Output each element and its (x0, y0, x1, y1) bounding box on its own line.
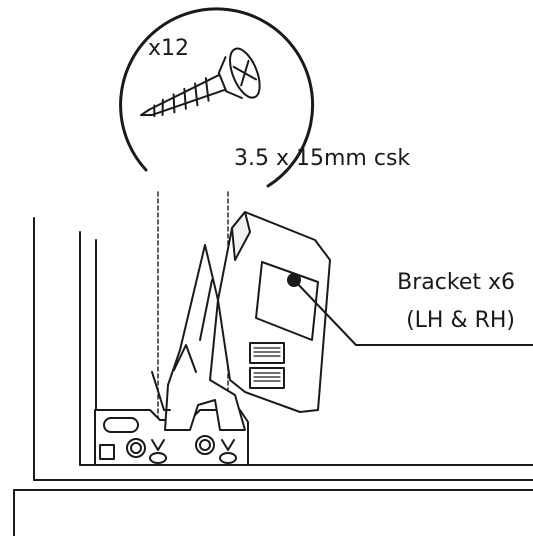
bracket-housing (217, 211, 331, 413)
bracket-side-label: (LH & RH) (406, 308, 515, 333)
screw-icon (139, 47, 261, 118)
bracket-label: Bracket x6 (397, 270, 515, 295)
installed-screw-left-icon (151, 439, 165, 451)
screw-size-label: 3.5 x 15mm csk (234, 146, 411, 171)
bracket-base-plate (94, 409, 249, 466)
bracket-arm (151, 244, 246, 431)
screw-quantity-label: x12 (148, 36, 190, 61)
installed-screw-right-icon (221, 439, 235, 451)
screw-detail-circle (119, 7, 315, 188)
bracket-callout-leader (293, 279, 533, 346)
